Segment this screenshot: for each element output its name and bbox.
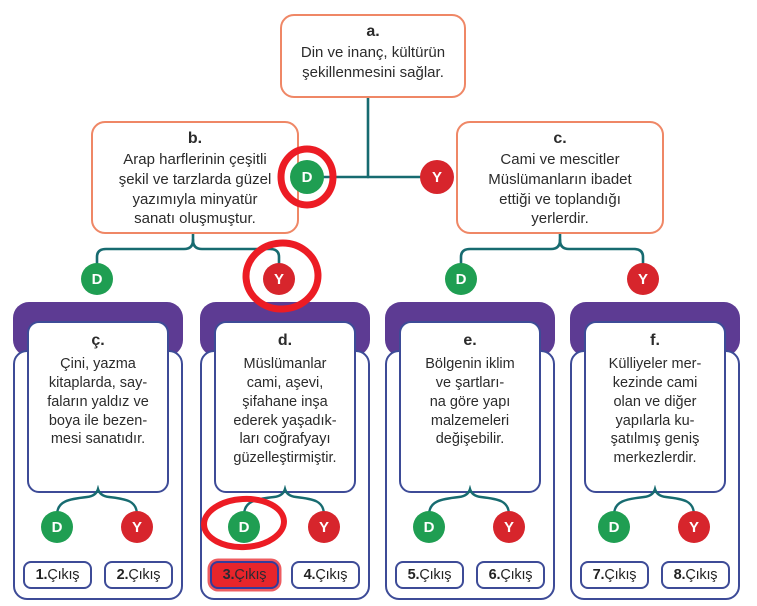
card-text: Bölgenin iklim ve şartları- na göre yapı…: [425, 356, 515, 448]
exit-1-button[interactable]: 1.Çıkış: [23, 561, 92, 589]
node-b-box: b. Arap harflerinin çeşitli şekil ve tar…: [91, 121, 299, 234]
f-yanlis-circle[interactable]: Y: [678, 511, 710, 543]
column-c-cedilla: ç. Çini, yazma kitaplarda, say- faların …: [13, 302, 183, 600]
column-e: e. Bölgenin iklim ve şartları- na göre y…: [385, 302, 555, 600]
exit-2-button[interactable]: 2.Çıkış: [104, 561, 173, 589]
card-label: d.: [277, 332, 293, 349]
b-dogru-circle[interactable]: D: [81, 263, 113, 295]
statement-card: e. Bölgenin iklim ve şartları- na göre y…: [399, 321, 541, 493]
d-dogru-circle[interactable]: D: [228, 511, 260, 543]
exit-7-button[interactable]: 7.Çıkış: [580, 561, 649, 589]
node-c-text: Cami ve mescitler Müslümanların ibadet e…: [488, 151, 632, 228]
statement-card: ç. Çini, yazma kitaplarda, say- faların …: [27, 321, 169, 493]
card-label: f.: [650, 332, 660, 349]
node-c-label: c.: [553, 130, 567, 147]
card-label: ç.: [91, 332, 105, 349]
node-c-box: c. Cami ve mescitler Müslümanların ibade…: [456, 121, 664, 234]
column-f: f. Külliyeler mer- kezinde cami olan ve …: [570, 302, 740, 600]
c-yanlis-circle[interactable]: Y: [627, 263, 659, 295]
statement-card: d. Müslümanlar cami, aşevi, şifahane inş…: [214, 321, 356, 493]
exit-6-button[interactable]: 6.Çıkış: [476, 561, 545, 589]
node-a-text: Din ve inanç, kültürün şekillenmesini sa…: [300, 44, 446, 81]
root-dogru-circle[interactable]: D: [290, 160, 324, 194]
node-a-label: a.: [366, 23, 380, 40]
card-text: Çini, yazma kitaplarda, say- faların yal…: [47, 356, 149, 448]
exit-5-button[interactable]: 5.Çıkış: [395, 561, 464, 589]
statement-card: f. Külliyeler mer- kezinde cami olan ve …: [584, 321, 726, 493]
e-yanlis-circle[interactable]: Y: [493, 511, 525, 543]
node-b-label: b.: [187, 130, 203, 147]
c-dogru-circle[interactable]: D: [445, 263, 477, 295]
card-label: e.: [463, 332, 477, 349]
node-a-box: a. Din ve inanç, kültürün şekillenmesini…: [280, 14, 466, 98]
exit-8-button[interactable]: 8.Çıkış: [661, 561, 730, 589]
f-dogru-circle[interactable]: D: [598, 511, 630, 543]
exit-3-button-highlighted[interactable]: 3.Çıkış: [210, 561, 279, 589]
root-yanlis-circle[interactable]: Y: [420, 160, 454, 194]
e-dogru-circle[interactable]: D: [413, 511, 445, 543]
ccedilla-yanlis-circle[interactable]: Y: [121, 511, 153, 543]
exit-4-button[interactable]: 4.Çıkış: [291, 561, 360, 589]
d-yanlis-circle[interactable]: Y: [308, 511, 340, 543]
card-text: Müslümanlar cami, aşevi, şifahane inşa e…: [233, 356, 337, 467]
ccedilla-dogru-circle[interactable]: D: [41, 511, 73, 543]
column-d: d. Müslümanlar cami, aşevi, şifahane inş…: [200, 302, 370, 600]
node-b-text: Arap harflerinin çeşitli şekil ve tarzla…: [118, 151, 272, 228]
b-yanlis-circle[interactable]: Y: [263, 263, 295, 295]
card-text: Külliyeler mer- kezinde cami olan ve diğ…: [608, 356, 702, 467]
